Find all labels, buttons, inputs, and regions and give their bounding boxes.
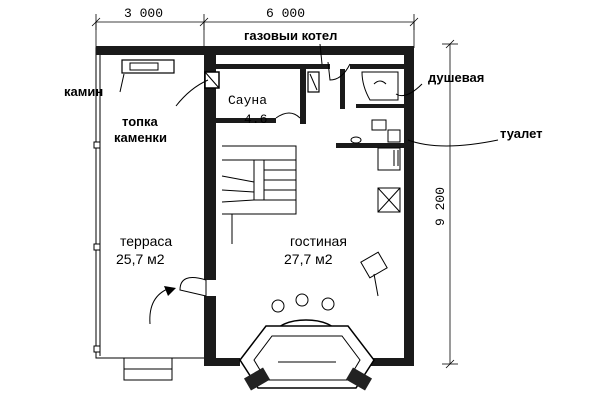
label-shower: душевая — [428, 70, 484, 85]
label-gas-boiler: газовыи котел — [244, 28, 337, 43]
kitchen — [377, 147, 401, 213]
label-terrace-name: терраса — [120, 233, 172, 249]
label-living-area: 27,7 м2 — [284, 251, 333, 267]
label-sauna-area: 4.6 — [244, 112, 267, 127]
toilet — [350, 119, 401, 144]
dimension-right: 9 200 — [433, 187, 448, 226]
label-fireplace: камин — [64, 84, 103, 99]
label-toilet: туалет — [500, 126, 543, 141]
dimension-top-right: 6 000 — [266, 6, 305, 21]
label-sauna-name: Сауна — [228, 93, 267, 108]
walls — [96, 46, 414, 366]
dimension-lines — [91, 14, 458, 369]
sauna-stove — [204, 71, 220, 89]
bay-window — [239, 325, 375, 391]
label-terrace-area: 25,7 м2 — [116, 251, 165, 267]
label-stove-line-1: топка — [122, 114, 158, 129]
fireplace — [121, 59, 175, 74]
terrace-outline — [93, 47, 207, 381]
shower — [361, 71, 399, 101]
label-stove-line-2: каменки — [114, 130, 167, 145]
armchair — [360, 251, 388, 297]
doors — [179, 61, 351, 297]
dimension-top-left: 3 000 — [124, 6, 163, 21]
leader-lines — [119, 43, 499, 325]
staircase — [221, 145, 297, 244]
label-living-name: гостиная — [290, 233, 347, 249]
gas-boiler — [307, 71, 320, 93]
